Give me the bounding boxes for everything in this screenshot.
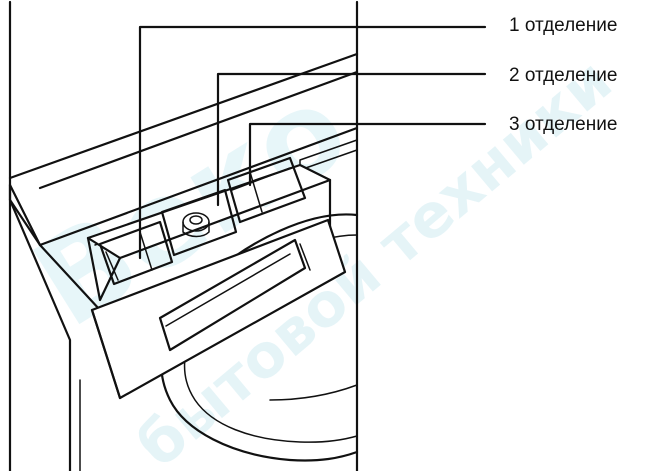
label-compartment-1: 1 отделение bbox=[509, 15, 618, 36]
leader-line-1 bbox=[138, 25, 487, 260]
compartment-3 bbox=[226, 156, 307, 224]
leader-line-2 bbox=[216, 72, 487, 207]
washer-cabinet bbox=[8, 0, 359, 471]
label-compartment-2: 2 отделение bbox=[509, 65, 618, 86]
leader-lines bbox=[138, 25, 487, 260]
leader-line-3 bbox=[248, 122, 487, 187]
compartment-2 bbox=[160, 188, 238, 257]
drawer-front bbox=[90, 218, 347, 400]
dispenser-drawer bbox=[86, 156, 332, 332]
label-compartment-3: 3 отделение bbox=[509, 114, 618, 135]
